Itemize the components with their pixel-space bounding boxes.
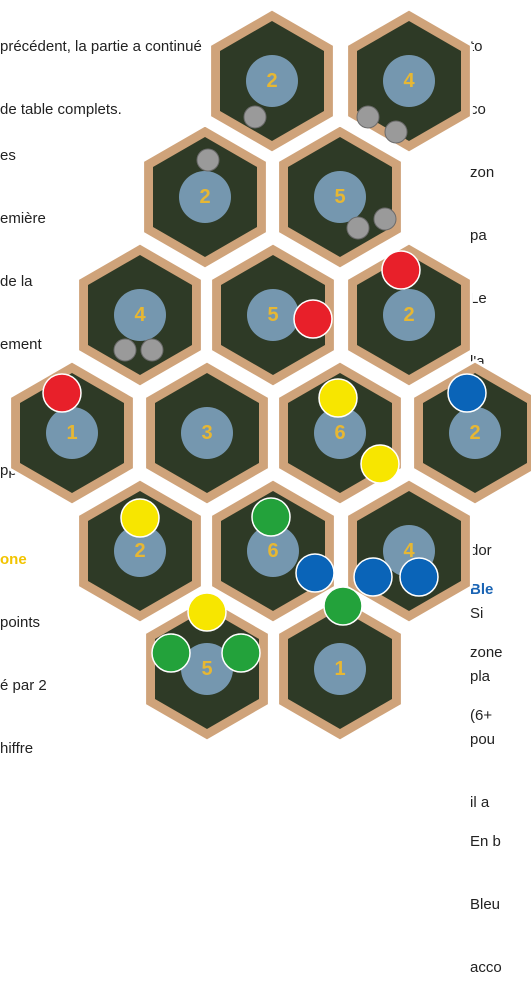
hex-board: 2 4 2 5 4 5 2 1 3 6 2 2 6 4 5 1 <box>0 0 531 754</box>
rock-icon <box>244 106 266 128</box>
hex-tile-3: 2 <box>143 125 268 269</box>
tile-number: 6 <box>334 422 345 444</box>
green-token <box>152 634 190 672</box>
right-low-line-4: En b <box>470 831 503 852</box>
rock-icon <box>141 339 163 361</box>
rock-icon <box>357 106 379 128</box>
green-token <box>222 634 260 672</box>
hex-tile-2: 4 <box>347 9 472 153</box>
yellow-token <box>121 499 159 537</box>
tile-number: 2 <box>469 422 480 444</box>
red-token <box>294 300 332 338</box>
tile-number: 2 <box>403 304 414 326</box>
tile-number: 5 <box>201 658 212 680</box>
tile-number: 2 <box>266 70 277 92</box>
tile-number: 5 <box>334 186 345 208</box>
hex-tile-1: 2 <box>210 9 335 153</box>
rock-icon <box>114 339 136 361</box>
hex-tile-4: 5 <box>278 125 403 269</box>
blue-token <box>354 558 392 596</box>
rock-icon <box>197 149 219 171</box>
yellow-token <box>188 593 226 631</box>
right-low-line-6: acco <box>470 957 503 978</box>
rock-icon <box>374 208 396 230</box>
yellow-token <box>319 379 357 417</box>
green-token <box>252 498 290 536</box>
tile-number: 2 <box>199 186 210 208</box>
red-token <box>382 251 420 289</box>
red-token <box>43 374 81 412</box>
tile-number: 4 <box>403 70 415 92</box>
tile-number: 1 <box>66 422 77 444</box>
blue-token <box>448 374 486 412</box>
tile-number: 6 <box>267 540 278 562</box>
rock-icon <box>385 121 407 143</box>
rock-icon <box>347 217 369 239</box>
hex-tile-14: 4 <box>347 479 472 623</box>
hex-tile-5: 4 <box>78 243 203 387</box>
hex-tile-9: 3 <box>145 361 270 505</box>
tile-number: 1 <box>334 658 345 680</box>
yellow-token <box>361 445 399 483</box>
blue-token <box>400 558 438 596</box>
right-low-line-3 <box>470 768 503 789</box>
tile-number: 3 <box>201 422 212 444</box>
right-low-line-5: Bleu <box>470 894 503 915</box>
tile-number: 5 <box>267 304 278 326</box>
tile-number: 2 <box>134 540 145 562</box>
tile-number: 4 <box>134 304 146 326</box>
green-token <box>324 587 362 625</box>
blue-token <box>296 554 334 592</box>
